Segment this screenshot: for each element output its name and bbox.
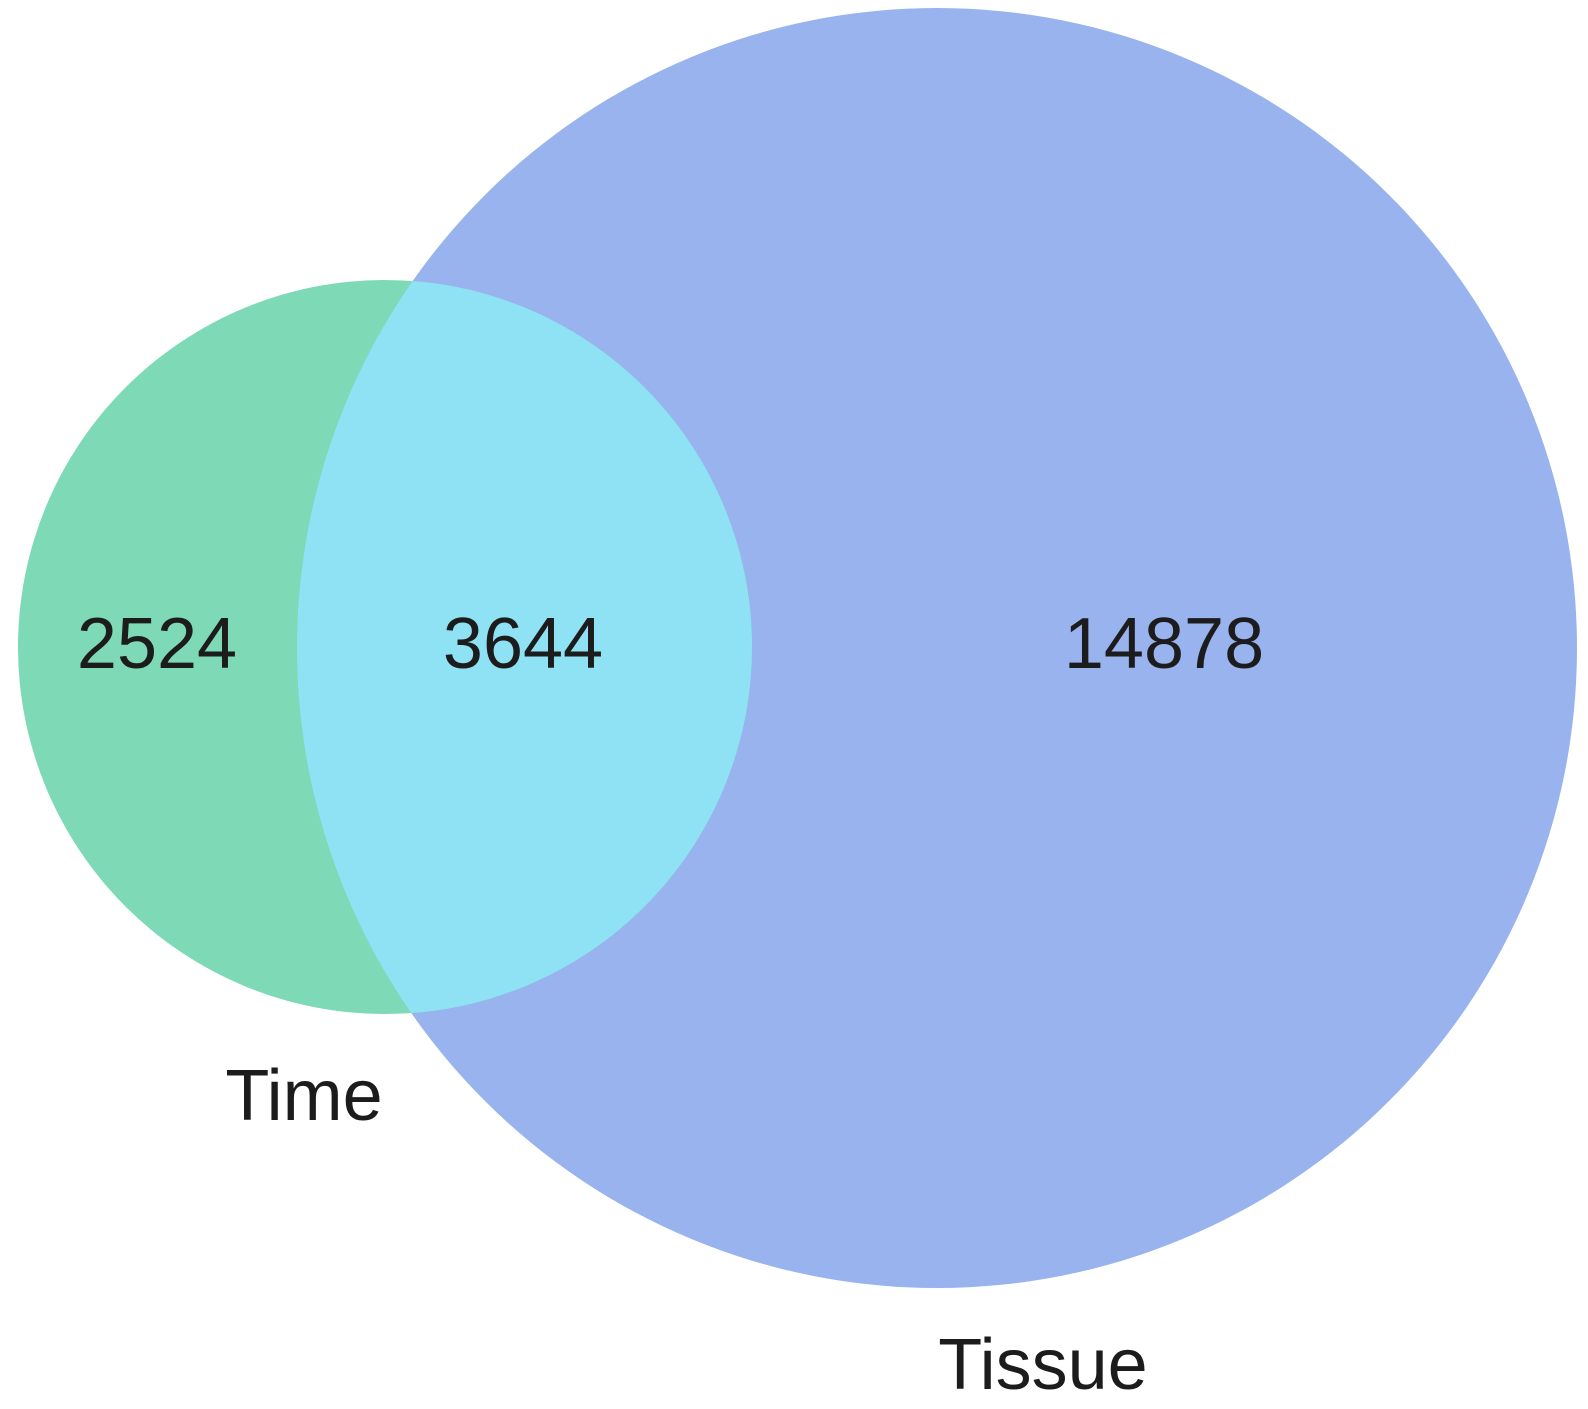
time-set-label: Time xyxy=(225,1056,382,1136)
tissue-set-circle xyxy=(297,8,1577,1288)
intersection-count: 3644 xyxy=(443,604,603,684)
tissue-set-label: Tissue xyxy=(938,1325,1147,1405)
time-only-count: 2524 xyxy=(77,604,237,684)
tissue-only-count: 14878 xyxy=(1064,604,1264,684)
